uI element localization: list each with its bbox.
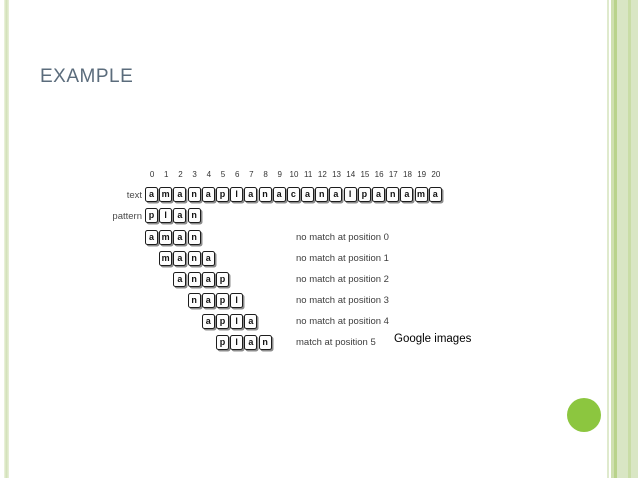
attempt-cell: m <box>159 230 173 245</box>
left-border-stripe <box>4 0 9 478</box>
text-cell: m <box>159 187 173 202</box>
match-result-label: no match at position 2 <box>296 274 389 285</box>
index-number: 4 <box>206 170 212 179</box>
text-cell: a <box>372 187 385 202</box>
attempt-cell: a <box>201 293 215 308</box>
index-number: 11 <box>304 170 313 179</box>
index-number: 12 <box>317 170 327 179</box>
attribution-text: Google images <box>394 333 472 345</box>
text-cell: a <box>301 187 315 202</box>
attempt-cell: n <box>258 335 272 350</box>
right-border-stripe-5 <box>628 0 631 478</box>
text-cell: a <box>400 187 414 202</box>
index-number: 17 <box>388 170 398 179</box>
attempt-cell: a <box>173 251 187 266</box>
attempt-cell: a <box>244 314 258 329</box>
match-result-label: no match at position 0 <box>296 232 389 243</box>
text-cell: n <box>386 187 400 202</box>
attempt-cell: l <box>230 293 244 308</box>
index-number: 9 <box>277 170 282 179</box>
text-cell: a <box>244 187 258 202</box>
text-cell: l <box>343 187 357 202</box>
attempt-cell: m <box>159 251 173 266</box>
text-cell: n <box>258 187 272 202</box>
index-number: 19 <box>417 170 427 179</box>
index-number: 13 <box>332 170 341 179</box>
attempt-cell: a <box>201 272 215 287</box>
right-border-stripe-3 <box>614 0 617 478</box>
index-number: 20 <box>431 170 441 179</box>
index-number: 15 <box>360 170 370 179</box>
attempt-cell: p <box>215 314 229 329</box>
attempt-cell: n <box>187 251 201 266</box>
attempt-cell: n <box>187 293 201 308</box>
text-cell: c <box>286 187 300 202</box>
text-cell: a <box>428 187 442 202</box>
pattern-cell: a <box>173 208 187 223</box>
pattern-row-label: pattern <box>112 211 142 222</box>
index-number: 7 <box>249 170 254 179</box>
text-cell: p <box>215 187 229 202</box>
attempt-cell: a <box>201 314 215 329</box>
slide-title: EXAMPLE <box>40 66 134 87</box>
index-number: 14 <box>346 170 356 179</box>
attempt-cell: n <box>187 272 201 287</box>
text-cell: a <box>173 187 187 202</box>
index-number: 3 <box>192 170 197 179</box>
index-number: 18 <box>403 170 412 179</box>
index-number: 6 <box>234 170 240 179</box>
match-result-label: match at position 5 <box>296 337 376 348</box>
right-border-stripe-2 <box>611 0 614 478</box>
attempt-cell: a <box>244 335 258 350</box>
text-cell: l <box>230 187 244 202</box>
text-cell: m <box>414 187 428 202</box>
text-cell: a <box>201 187 215 202</box>
index-number: 0 <box>149 170 155 179</box>
attempt-cell: p <box>216 335 229 350</box>
attempt-cell: a <box>173 272 187 287</box>
text-row-label: text <box>126 190 142 201</box>
attempt-cell: a <box>173 230 187 245</box>
right-border-stripe-4 <box>617 0 638 478</box>
index-number: 16 <box>374 170 384 179</box>
attempt-cell: a <box>201 251 215 266</box>
text-cell: n <box>315 187 329 202</box>
match-result-label: no match at position 1 <box>296 253 389 264</box>
attempt-cell: n <box>187 230 201 245</box>
match-result-label: no match at position 4 <box>296 316 389 327</box>
match-result-label: no match at position 3 <box>296 295 389 306</box>
text-cell: a <box>145 187 158 202</box>
index-number: 10 <box>289 170 299 179</box>
pattern-cell: l <box>159 208 173 223</box>
text-cell: p <box>357 187 371 202</box>
pattern-cell: p <box>145 208 158 223</box>
attempt-cell: p <box>215 272 229 287</box>
pattern-cell: n <box>187 208 201 223</box>
attempt-cell: l <box>230 335 244 350</box>
index-number: 2 <box>178 170 183 179</box>
index-number: 1 <box>164 170 169 179</box>
attempt-cell: l <box>230 314 244 329</box>
text-cell: n <box>187 187 201 202</box>
attempt-cell: a <box>145 230 158 245</box>
index-number: 5 <box>220 170 226 179</box>
index-number: 8 <box>263 170 268 179</box>
attempt-cell: p <box>215 293 229 308</box>
text-cell: a <box>272 187 286 202</box>
text-cell: a <box>329 187 343 202</box>
decorative-circle <box>567 398 601 432</box>
right-border-stripe-1 <box>607 0 609 478</box>
